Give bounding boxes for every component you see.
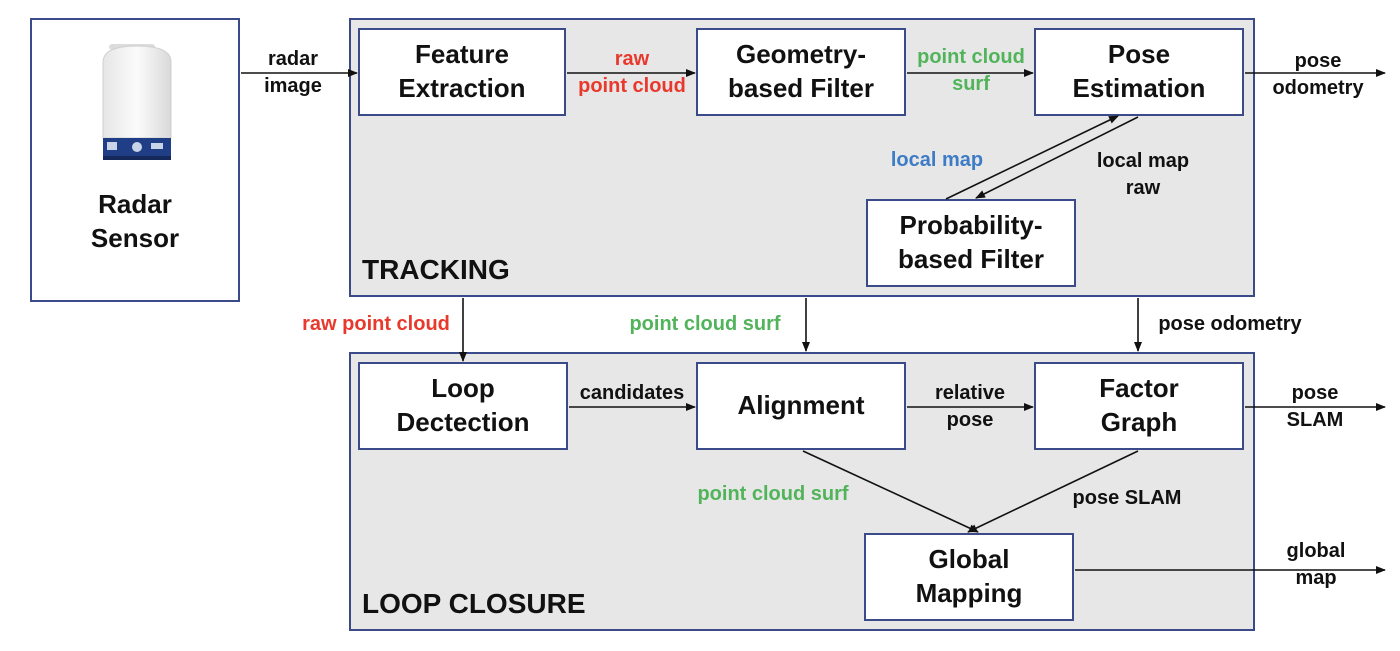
radar-image-label: radar image bbox=[264, 48, 322, 97]
geometry-filter-label: Geometry- based Filter bbox=[728, 39, 874, 103]
global-mapping-box: Global Mapping bbox=[864, 533, 1074, 621]
probability-filter-box: Probability- based Filter bbox=[866, 199, 1076, 287]
point-cloud-surf-2-label: point cloud surf bbox=[629, 313, 781, 335]
candidates-label: candidates bbox=[579, 382, 685, 404]
alignment-label: Alignment bbox=[737, 390, 865, 421]
feature-extraction-label: Feature Extraction bbox=[398, 39, 526, 103]
pose-estimation-label: Pose Estimation bbox=[1072, 39, 1206, 103]
pose-slam-2-label: pose SLAM bbox=[1072, 487, 1182, 509]
feature-extraction-box: Feature Extraction bbox=[358, 28, 566, 116]
raw-point-cloud-2-label: raw point cloud bbox=[302, 313, 450, 335]
relative-pose-label: relative pose bbox=[934, 382, 1006, 431]
point-cloud-surf-3-label: point cloud surf bbox=[697, 483, 849, 505]
pose-odometry-out-label: pose odometry bbox=[1272, 50, 1364, 99]
pose-estimation-box: Pose Estimation bbox=[1034, 28, 1244, 116]
local-map-label: local map bbox=[890, 149, 984, 171]
loop-closure-title: LOOP CLOSURE bbox=[362, 588, 586, 619]
factor-graph-box: Factor Graph bbox=[1034, 362, 1244, 450]
factor-graph-label: Factor Graph bbox=[1099, 373, 1179, 437]
raw-point-cloud-label: raw point cloud bbox=[578, 48, 686, 97]
pose-slam-out-label: pose SLAM bbox=[1286, 382, 1344, 431]
local-map-raw-label: local map raw bbox=[1096, 150, 1190, 199]
tracking-title: TRACKING bbox=[362, 254, 510, 285]
point-cloud-surf-label: point cloud surf bbox=[917, 46, 1025, 95]
global-mapping-label: Global Mapping bbox=[915, 544, 1023, 608]
alignment-box: Alignment bbox=[696, 362, 906, 450]
radar-device-icon bbox=[102, 44, 172, 160]
radar-sensor-box: Radar Sensor bbox=[30, 18, 240, 302]
geometry-filter-box: Geometry- based Filter bbox=[696, 28, 906, 116]
global-map-out-label: global map bbox=[1286, 540, 1346, 589]
probability-filter-label: Probability- based Filter bbox=[898, 210, 1044, 274]
pose-odometry-2-label: pose odometry bbox=[1158, 313, 1302, 335]
radar-sensor-label: Radar Sensor bbox=[90, 189, 180, 254]
loop-detection-box: Loop Dectection bbox=[358, 362, 568, 450]
loop-detection-label: Loop Dectection bbox=[396, 373, 530, 437]
